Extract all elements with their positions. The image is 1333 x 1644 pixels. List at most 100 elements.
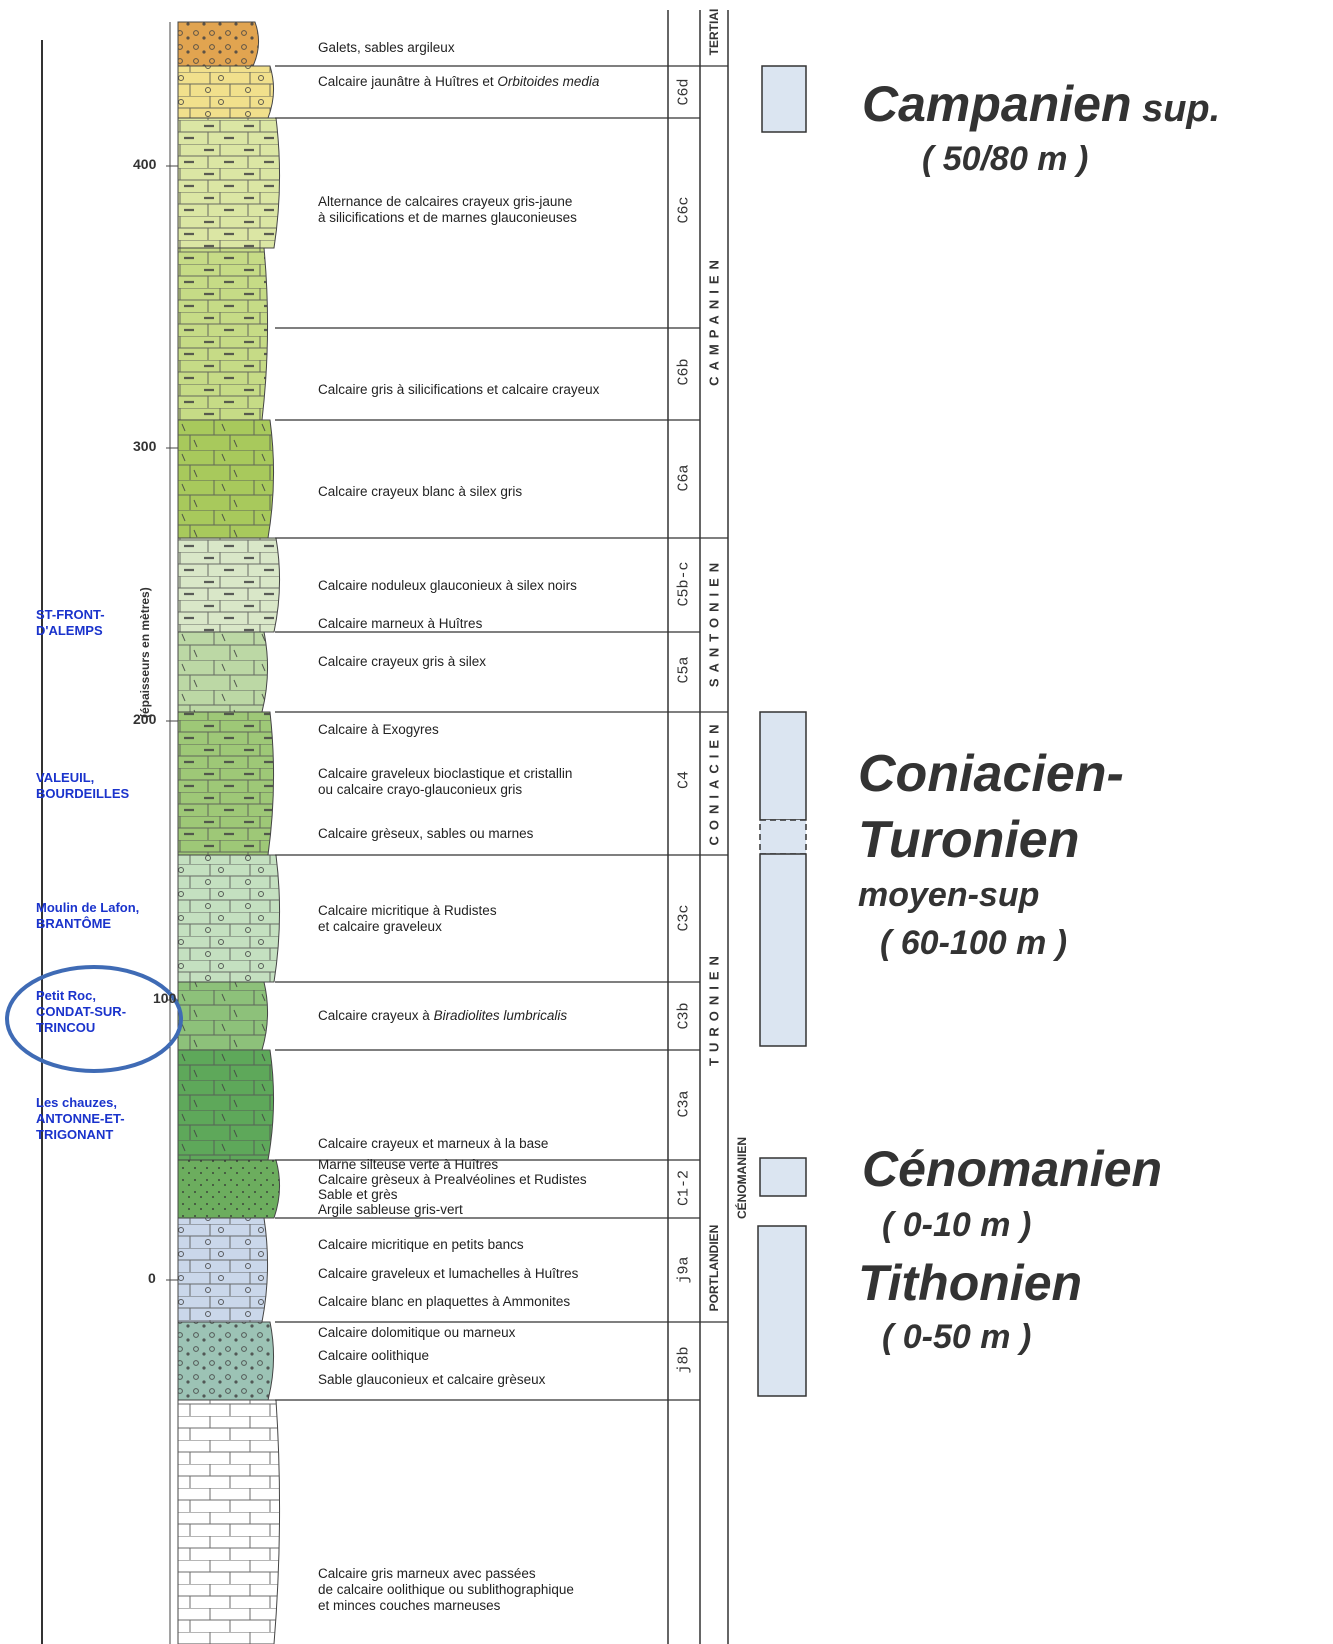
layer-c3a [178,1050,274,1160]
turonien-label: Turonien [858,810,1079,870]
lithology-layers [178,22,280,1644]
description-text: Calcaire oolithique [318,1348,429,1363]
description-lower: Calcaire gris marneux avec passéesde cal… [318,1566,574,1614]
tick-400: 400 [133,156,156,172]
description-c4-2: Calcaire graveleux bioclastique et crist… [318,766,572,798]
description-text: Calcaire dolomitique ou marneux [318,1325,515,1340]
description-text: Calcaire gris à silicifications et calca… [318,382,599,397]
tick-300: 300 [133,438,156,454]
description-c6c: Alternance de calcaires crayeux gris-jau… [318,194,577,226]
layer-j8b [178,1322,274,1400]
description-text: Calcaire crayeux et marneux à la base [318,1136,548,1151]
description-text: Calcaire graveleux et lumachelles à Huît… [318,1266,578,1281]
description-text: Calcaire grèseux, sables ou marnes [318,826,533,841]
layer-pattern [178,118,280,248]
unit-code-c3a: C3a [676,1090,693,1117]
description-text: Sable et grès [318,1187,398,1202]
description-text: Calcaire jaunâtre à Huîtres et [318,74,497,89]
layer-pattern [178,1160,280,1218]
stage-campanien: CAMPANIEN [707,254,722,386]
description-text: Calcaire marneux à Huîtres [318,616,482,631]
description-j9a-1: Calcaire micritique en petits bancs [318,1237,524,1253]
description-c12-4: Argile sableuse gris-vert [318,1202,463,1218]
description-galets: Galets, sables argileux [318,40,455,56]
campanien-thickness: ( 50/80 m ) [922,140,1088,179]
description-j9a-2: Calcaire graveleux et lumachelles à Huît… [318,1266,578,1282]
layer-c1-2 [178,1160,280,1218]
layer-c6c [178,118,280,248]
layer-pattern [178,66,274,118]
unit-code-c5b-c: C5b-c [676,561,693,606]
layer-c4 [178,712,274,855]
cenomanien-label: Cénomanien [862,1140,1162,1198]
description-j8b-1: Calcaire dolomitique ou marneux [318,1325,515,1341]
description-c4-3: Calcaire grèseux, sables ou marnes [318,826,533,842]
stage-santonien: SANTONIEN [707,557,722,687]
layer-pattern [178,982,268,1050]
moyen-sup-label: moyen-sup [858,876,1039,915]
tick-0: 0 [148,1270,156,1286]
description-text: Alternance de calcaires crayeux gris-jau… [318,194,572,209]
unit-code-c3b: C3b [676,1002,693,1029]
description-text: et minces couches marneuses [318,1598,500,1613]
description-c12-2: Calcaire grèseux à Prealvéolines et Rudi… [318,1172,587,1188]
unit-code-c1-2: C1-2 [676,1170,693,1206]
tithonien-bar [758,1226,806,1396]
coniacien-label: Coniacien- [858,744,1124,804]
layer-pattern [178,1218,268,1322]
tithonien-label: Tithonien [858,1254,1082,1312]
description-text: Calcaire à Exogyres [318,722,439,737]
unit-code-c6d: C6d [676,78,693,105]
description-text: Biradiolites lumbricalis [434,1008,568,1023]
campanien-label: Campanien sup. [862,75,1220,133]
layer-j9a [178,1218,268,1322]
stage-coniacien: CONIACIEN [707,719,722,846]
description-text: Calcaire micritique en petits bancs [318,1237,524,1252]
description-text: Calcaire crayeux gris à silex [318,654,486,669]
description-text: Calcaire micritique à Rudistes [318,903,497,918]
description-text: Orbitoides media [497,74,599,89]
layer-lower [178,1400,280,1644]
unit-code-c3c: C3c [676,904,693,931]
unit-code-c5a: C5a [676,656,693,683]
description-text: Calcaire noduleux glauconieux à silex no… [318,578,577,593]
layer-pattern [178,1322,274,1400]
tick-100: 100 [153,990,176,1006]
locality-st-front: ST-FRONT- D'ALEMPS [36,607,105,639]
unit-code-c6b: C6b [676,358,693,385]
description-text: Calcaire gris marneux avec passées [318,1566,536,1581]
thickness-axis [42,22,178,1644]
layer-pattern [178,1400,280,1644]
description-text: Calcaire graveleux bioclastique et crist… [318,766,572,781]
layer-galets-sables-argileux [178,22,259,66]
tick-200: 200 [133,711,156,727]
coniacien-thickness: ( 60-100 m ) [880,924,1067,963]
layer-pattern [178,420,274,538]
layer-c3c [178,855,280,982]
tithonien-thickness: ( 0-50 m ) [882,1318,1031,1357]
description-text: et calcaire graveleux [318,919,442,934]
unit-code-c4: C4 [676,771,693,789]
coniacien-turonien-transition-bar [760,820,806,854]
description-c3b: Calcaire crayeux à Biradiolites lumbrica… [318,1008,567,1024]
layer-pattern [178,248,268,420]
description-c3a: Calcaire crayeux et marneux à la base [318,1136,548,1152]
description-c5a: Calcaire crayeux gris à silex [318,654,486,670]
cenomanien-bar [760,1158,806,1196]
stage-range-bars [758,66,806,1396]
layer-pattern [178,632,268,712]
description-text: Calcaire crayeux à [318,1008,434,1023]
description-text: ou calcaire crayo-glauconieux gris [318,782,522,797]
description-text: Galets, sables argileux [318,40,455,55]
axis-label: (épaisseurs en mètres) [138,587,152,718]
layer-c5b-c [178,538,280,632]
layer-c5a [178,632,268,712]
description-c12-1: Marne silteuse verte à Huîtres [318,1157,498,1173]
layer-c6a [178,420,274,538]
description-j8b-3: Sable glauconieux et calcaire grèseux [318,1372,545,1388]
stage-portlandien: PORTLANDIEN [707,1225,721,1312]
layer-c6d [178,66,274,118]
